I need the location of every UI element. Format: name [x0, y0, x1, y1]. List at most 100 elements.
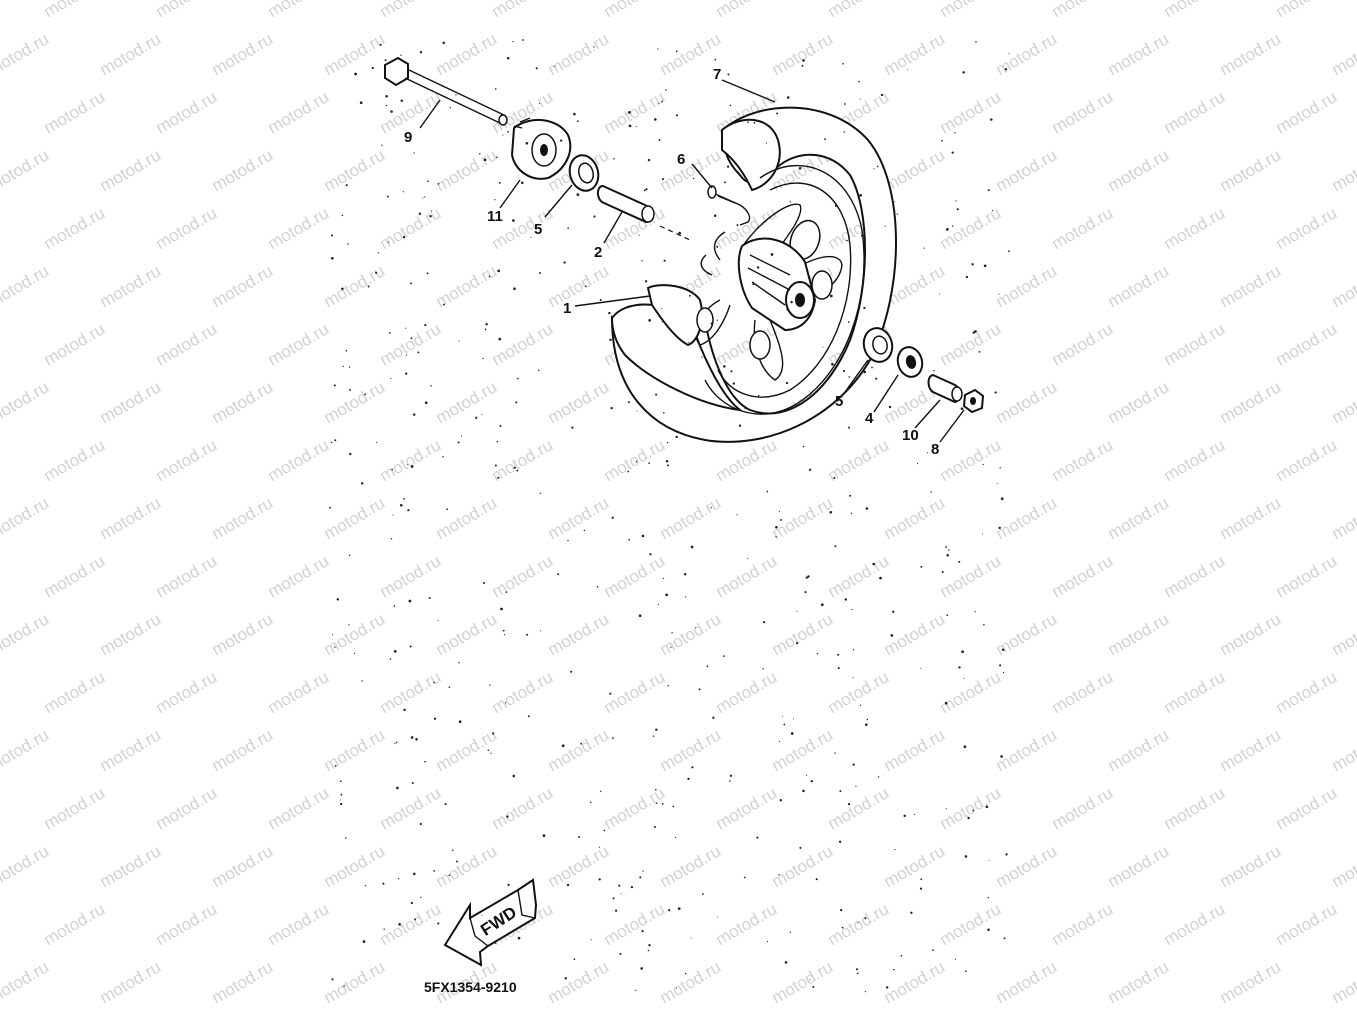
speckle — [638, 614, 642, 618]
speckle — [619, 952, 622, 955]
watermark-text: motod.ru — [209, 609, 277, 659]
speckle — [809, 979, 811, 981]
speckle — [850, 512, 853, 515]
speckle — [648, 319, 652, 322]
speckle — [494, 88, 497, 90]
speckle — [498, 181, 501, 184]
speckle — [635, 989, 637, 992]
watermark-text: motod.ru — [1049, 899, 1117, 949]
speckle — [409, 645, 412, 648]
watermark-text: motod.ru — [1105, 261, 1173, 311]
speckle — [334, 439, 337, 442]
speckle — [958, 560, 961, 563]
watermark-text: motod.ru — [0, 29, 52, 79]
watermark-text: motod.ru — [41, 87, 109, 137]
speckle — [527, 715, 530, 718]
speckle — [946, 614, 949, 617]
speckle — [671, 632, 673, 634]
bearing-left — [568, 154, 600, 192]
speckle — [458, 720, 462, 724]
speckle — [403, 708, 406, 712]
watermark-text: motod.ru — [1273, 667, 1341, 717]
speckle — [691, 766, 694, 769]
watermark-text: motod.ru — [433, 29, 501, 79]
speckle — [805, 576, 808, 579]
speckle — [692, 177, 695, 180]
speckle — [512, 774, 516, 778]
speckle — [448, 874, 451, 877]
speckle — [330, 234, 334, 237]
speckle — [391, 468, 394, 471]
speckle — [603, 829, 606, 832]
watermark-text: motod.ru — [321, 377, 389, 427]
watermark-text: motod.ru — [1273, 0, 1341, 21]
watermark-text: motod.ru — [377, 551, 445, 601]
speckle — [433, 717, 437, 720]
watermark-text: motod.ru — [209, 29, 277, 79]
watermark-text: motod.ru — [713, 435, 781, 485]
speckle — [780, 518, 782, 521]
speckle — [744, 408, 746, 410]
watermark-text: motod.ru — [1049, 783, 1117, 833]
speckle — [648, 462, 650, 465]
watermark-text: motod.ru — [601, 667, 669, 717]
speckle — [920, 667, 922, 669]
speckle — [331, 978, 334, 981]
speckle — [661, 321, 663, 323]
watermark-text: motod.ru — [321, 841, 389, 891]
speckle — [804, 591, 807, 594]
speckle — [395, 741, 398, 744]
speckle — [564, 977, 568, 980]
speckle — [695, 626, 697, 629]
watermark-text: motod.ru — [881, 29, 949, 79]
speckle — [481, 914, 483, 916]
speckle — [810, 779, 813, 783]
speckle — [648, 944, 651, 947]
watermark-text: motod.ru — [713, 899, 781, 949]
axle-nut — [962, 388, 985, 414]
watermark-text: motod.ru — [1329, 261, 1357, 311]
speckle — [894, 201, 896, 203]
watermark-text: motod.ru — [713, 0, 781, 21]
speckle — [348, 366, 351, 368]
watermark-text: motod.ru — [0, 957, 52, 1007]
speckle — [782, 715, 784, 717]
watermark-text: motod.ru — [1329, 957, 1357, 1007]
speckle — [539, 492, 542, 495]
watermark-text: motod.ru — [993, 261, 1061, 311]
speckle — [362, 940, 366, 943]
watermark-text: motod.ru — [97, 29, 165, 79]
speckle — [683, 572, 687, 576]
watermark-text: motod.ru — [993, 493, 1061, 543]
speckle — [981, 533, 984, 535]
watermark-text: motod.ru — [1105, 377, 1173, 427]
speckle — [340, 793, 343, 796]
watermark-text: motod.ru — [377, 435, 445, 485]
speckle — [417, 351, 420, 354]
callout-9: 9 — [404, 129, 412, 146]
watermark-text: motod.ru — [0, 377, 52, 427]
speckle — [864, 991, 867, 993]
speckle — [512, 40, 514, 43]
speckle — [948, 549, 950, 551]
speckle — [799, 846, 802, 849]
speckle — [381, 144, 383, 146]
speckle — [716, 319, 718, 321]
speckle — [665, 89, 667, 91]
speckle — [367, 285, 370, 288]
speckle — [729, 774, 733, 777]
axle — [384, 56, 508, 126]
watermark-text: motod.ru — [97, 725, 165, 775]
speckle — [513, 287, 516, 291]
speckle — [859, 98, 861, 100]
speckle — [410, 901, 413, 905]
speckle — [424, 401, 428, 405]
speckle — [884, 225, 886, 227]
speckle — [974, 330, 977, 333]
speckle — [893, 968, 895, 971]
watermark-text: motod.ru — [153, 899, 221, 949]
watermark-text: motod.ru — [321, 29, 389, 79]
watermark-text: motod.ru — [1049, 667, 1117, 717]
speckle — [1000, 497, 1004, 501]
speckle — [775, 526, 778, 529]
